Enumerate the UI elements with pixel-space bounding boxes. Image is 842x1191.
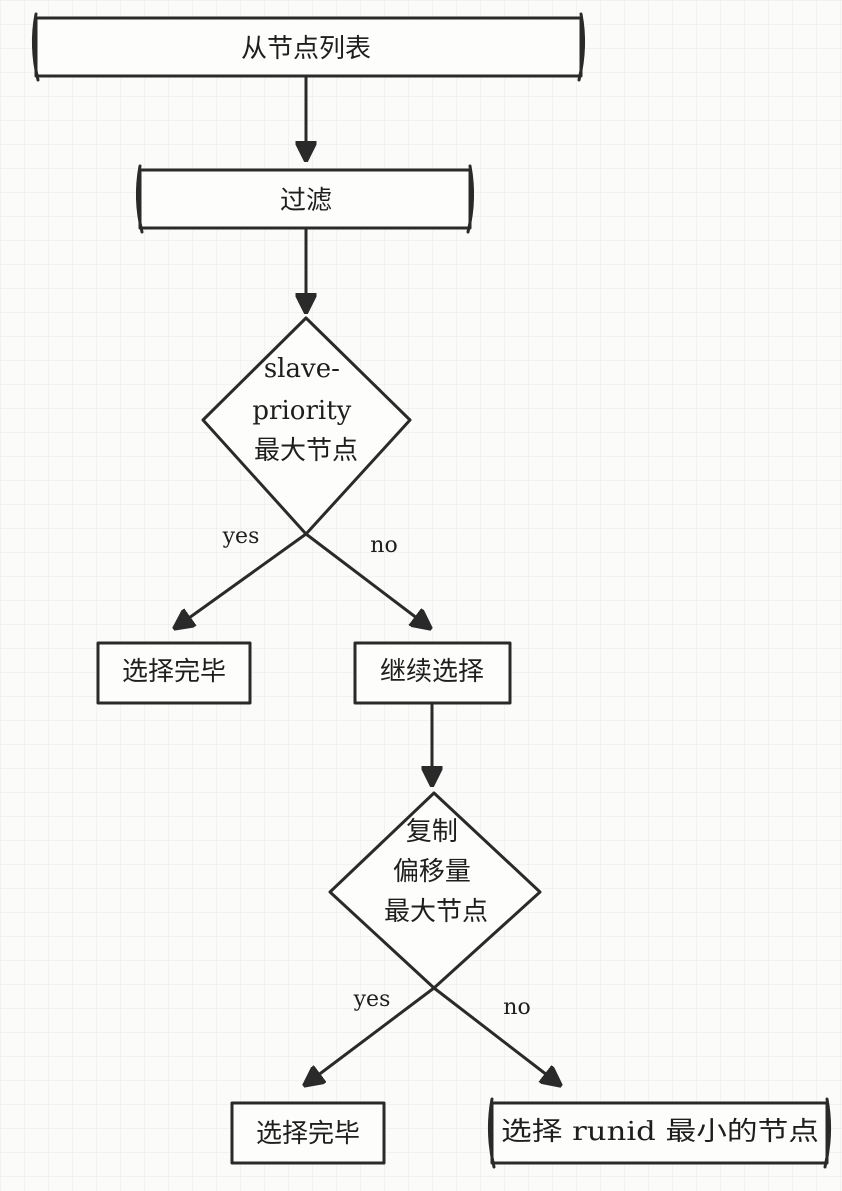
edge-priority-yes-label: yes: [222, 524, 260, 549]
edge-offset-yes: [305, 986, 436, 1085]
decision-priority-line-2: priority: [252, 396, 351, 426]
decision-offset-label: 复制 偏移量 最大节点: [384, 817, 488, 927]
edge-offset-no-label: no: [503, 995, 530, 1020]
node-decision-offset: 复制 偏移量 最大节点: [328, 791, 542, 990]
node-start: 从节点列表: [31, 12, 586, 82]
decision-offset-line-2: 偏移量: [393, 857, 471, 887]
edge-offset-no: [432, 986, 560, 1085]
node-decision-priority: slave- priority 最大节点: [201, 316, 412, 536]
decision-offset-line-1: 复制: [406, 817, 458, 847]
node-continue: 继续选择: [353, 641, 512, 705]
node-done-2-label: 选择完毕: [256, 1119, 360, 1149]
decision-offset-line-3: 最大节点: [384, 897, 488, 927]
node-filter-label: 过滤: [280, 186, 332, 216]
decision-priority-line-1: slave-: [264, 354, 340, 384]
node-min-runid: 选择 runid 最小的节点: [487, 1097, 832, 1169]
node-done-1-label: 选择完毕: [122, 657, 226, 687]
node-done-2: 选择完毕: [230, 1101, 386, 1165]
edge-priority-no-label: no: [370, 533, 397, 558]
decision-priority-label: slave- priority 最大节点: [252, 354, 359, 466]
edge-priority-no: [304, 532, 430, 628]
node-filter: 过滤: [135, 164, 475, 234]
node-continue-label: 继续选择: [380, 657, 484, 687]
node-min-runid-label: 选择 runid 最小的节点: [501, 1117, 819, 1147]
node-start-label: 从节点列表: [241, 34, 371, 64]
node-done-1: 选择完毕: [96, 641, 252, 705]
edge-offset-yes-label: yes: [353, 987, 391, 1012]
edge-priority-yes: [175, 532, 308, 628]
decision-priority-line-3: 最大节点: [254, 436, 358, 466]
